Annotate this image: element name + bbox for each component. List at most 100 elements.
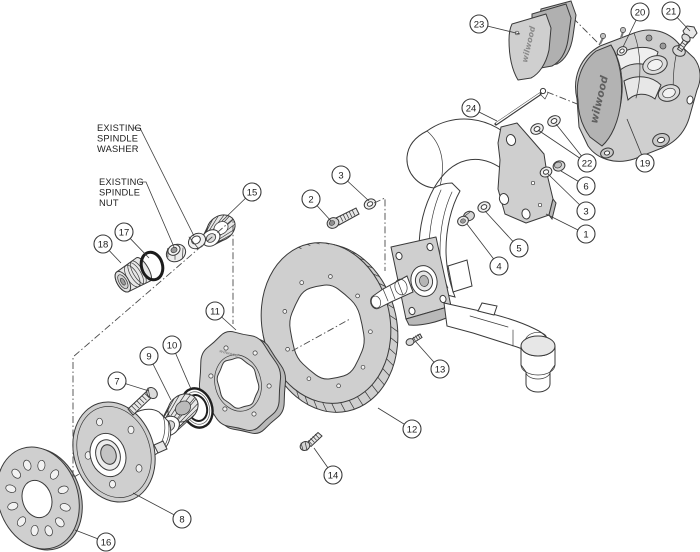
leader-line bbox=[537, 129, 588, 164]
label-text: EXISTING bbox=[97, 123, 142, 133]
callout-circle bbox=[577, 153, 597, 173]
callout-number: 22 bbox=[582, 158, 593, 169]
caliper-bracket bbox=[497, 122, 557, 224]
hole bbox=[16, 516, 27, 527]
callout-circle bbox=[107, 371, 127, 391]
hole bbox=[44, 525, 53, 537]
label-leader bbox=[133, 127, 195, 237]
callout-number: 9 bbox=[146, 351, 151, 362]
hole bbox=[96, 417, 103, 427]
callout-circle bbox=[162, 335, 182, 355]
hole bbox=[208, 373, 214, 379]
callout-circle bbox=[576, 224, 596, 244]
callout-number: 15 bbox=[247, 187, 258, 198]
hole bbox=[57, 485, 69, 494]
brake-pads: wilwood bbox=[508, 0, 577, 81]
callout-circle bbox=[114, 222, 134, 242]
hole bbox=[355, 293, 360, 299]
callout-circle bbox=[469, 14, 489, 34]
rotor-center-opening bbox=[289, 284, 365, 380]
hole bbox=[360, 364, 366, 370]
hat-center-hole bbox=[216, 357, 260, 409]
label-leader bbox=[139, 181, 175, 248]
callout-number: 2 bbox=[308, 194, 313, 205]
bolt21-threads bbox=[678, 41, 686, 51]
bridge-bolt-icon bbox=[659, 42, 667, 50]
wheel-stud bbox=[127, 386, 158, 416]
hole bbox=[37, 459, 46, 472]
callout-10: 10 bbox=[162, 335, 192, 390]
label-text: NUT bbox=[99, 198, 119, 208]
hole bbox=[127, 425, 135, 435]
hole bbox=[222, 406, 228, 412]
callout-number: 19 bbox=[640, 158, 651, 169]
construction-frame bbox=[72, 197, 386, 477]
callout-3-right: 3 bbox=[547, 173, 596, 221]
callout-3-left: 3 bbox=[331, 165, 370, 202]
callout-number: 12 bbox=[407, 424, 418, 435]
callout-circle bbox=[489, 256, 509, 276]
label-text: SPINDLE bbox=[97, 134, 138, 144]
hole bbox=[109, 480, 116, 489]
callout-number: 20 bbox=[635, 7, 646, 18]
callout-2: 2 bbox=[301, 189, 332, 222]
bolt2-threads bbox=[339, 209, 356, 222]
callout-circle bbox=[430, 359, 450, 379]
bridge-bolt-icon bbox=[645, 34, 653, 42]
callout-number: 11 bbox=[210, 306, 220, 317]
hat-face-holes bbox=[208, 345, 272, 417]
callout-circle bbox=[301, 189, 321, 209]
callout-circle bbox=[93, 234, 113, 254]
callout-7: 7 bbox=[107, 371, 150, 392]
callout-24: 24 bbox=[461, 98, 498, 122]
hole bbox=[49, 469, 60, 480]
callout-19: 19 bbox=[626, 118, 655, 173]
callout-circle bbox=[331, 165, 351, 185]
callout-5: 5 bbox=[484, 210, 529, 258]
hole bbox=[5, 484, 17, 493]
callout-circle bbox=[323, 465, 343, 485]
callout-circle bbox=[96, 532, 116, 552]
callout-number: 5 bbox=[516, 243, 521, 254]
callout-number: 16 bbox=[101, 537, 112, 548]
hole bbox=[306, 376, 312, 381]
rotor-face-holes bbox=[282, 274, 373, 389]
bolt-washer-left bbox=[363, 198, 377, 210]
callout-20: 20 bbox=[622, 2, 650, 48]
hole bbox=[266, 383, 272, 389]
callout-number: 21 bbox=[666, 6, 677, 17]
hat-stamp: wilwood bbox=[219, 348, 240, 358]
label-text: WASHER bbox=[97, 144, 139, 154]
hole bbox=[282, 309, 288, 314]
hole bbox=[30, 524, 39, 537]
callout-14: 14 bbox=[313, 447, 343, 485]
callout-number: 1 bbox=[583, 229, 588, 240]
callout-number: 4 bbox=[496, 261, 501, 272]
callout-circle bbox=[172, 509, 192, 529]
spindle-nut-part bbox=[165, 243, 187, 263]
lock-nut-6 bbox=[552, 160, 566, 172]
bolt14-threads bbox=[308, 433, 319, 445]
callout-circle bbox=[630, 2, 650, 22]
axis-through-rotor bbox=[291, 318, 351, 352]
callout-number: 7 bbox=[114, 376, 119, 387]
hole bbox=[251, 411, 257, 417]
plate-hole-ring bbox=[5, 459, 71, 537]
hole bbox=[252, 350, 258, 356]
callout-circle bbox=[509, 238, 529, 258]
callout-number: 8 bbox=[179, 514, 184, 525]
hole bbox=[223, 345, 229, 351]
callout-21: 21 bbox=[661, 1, 691, 32]
hole bbox=[285, 347, 290, 352]
callout-6: 6 bbox=[560, 170, 596, 196]
callout-circle bbox=[576, 176, 596, 196]
stud7-threads bbox=[128, 392, 150, 414]
callout-number: 18 bbox=[98, 239, 109, 250]
callout-number: 6 bbox=[583, 181, 588, 192]
spindle-shaft bbox=[370, 275, 414, 310]
callout-13: 13 bbox=[415, 341, 450, 379]
caliper-washer-20 bbox=[616, 46, 628, 56]
